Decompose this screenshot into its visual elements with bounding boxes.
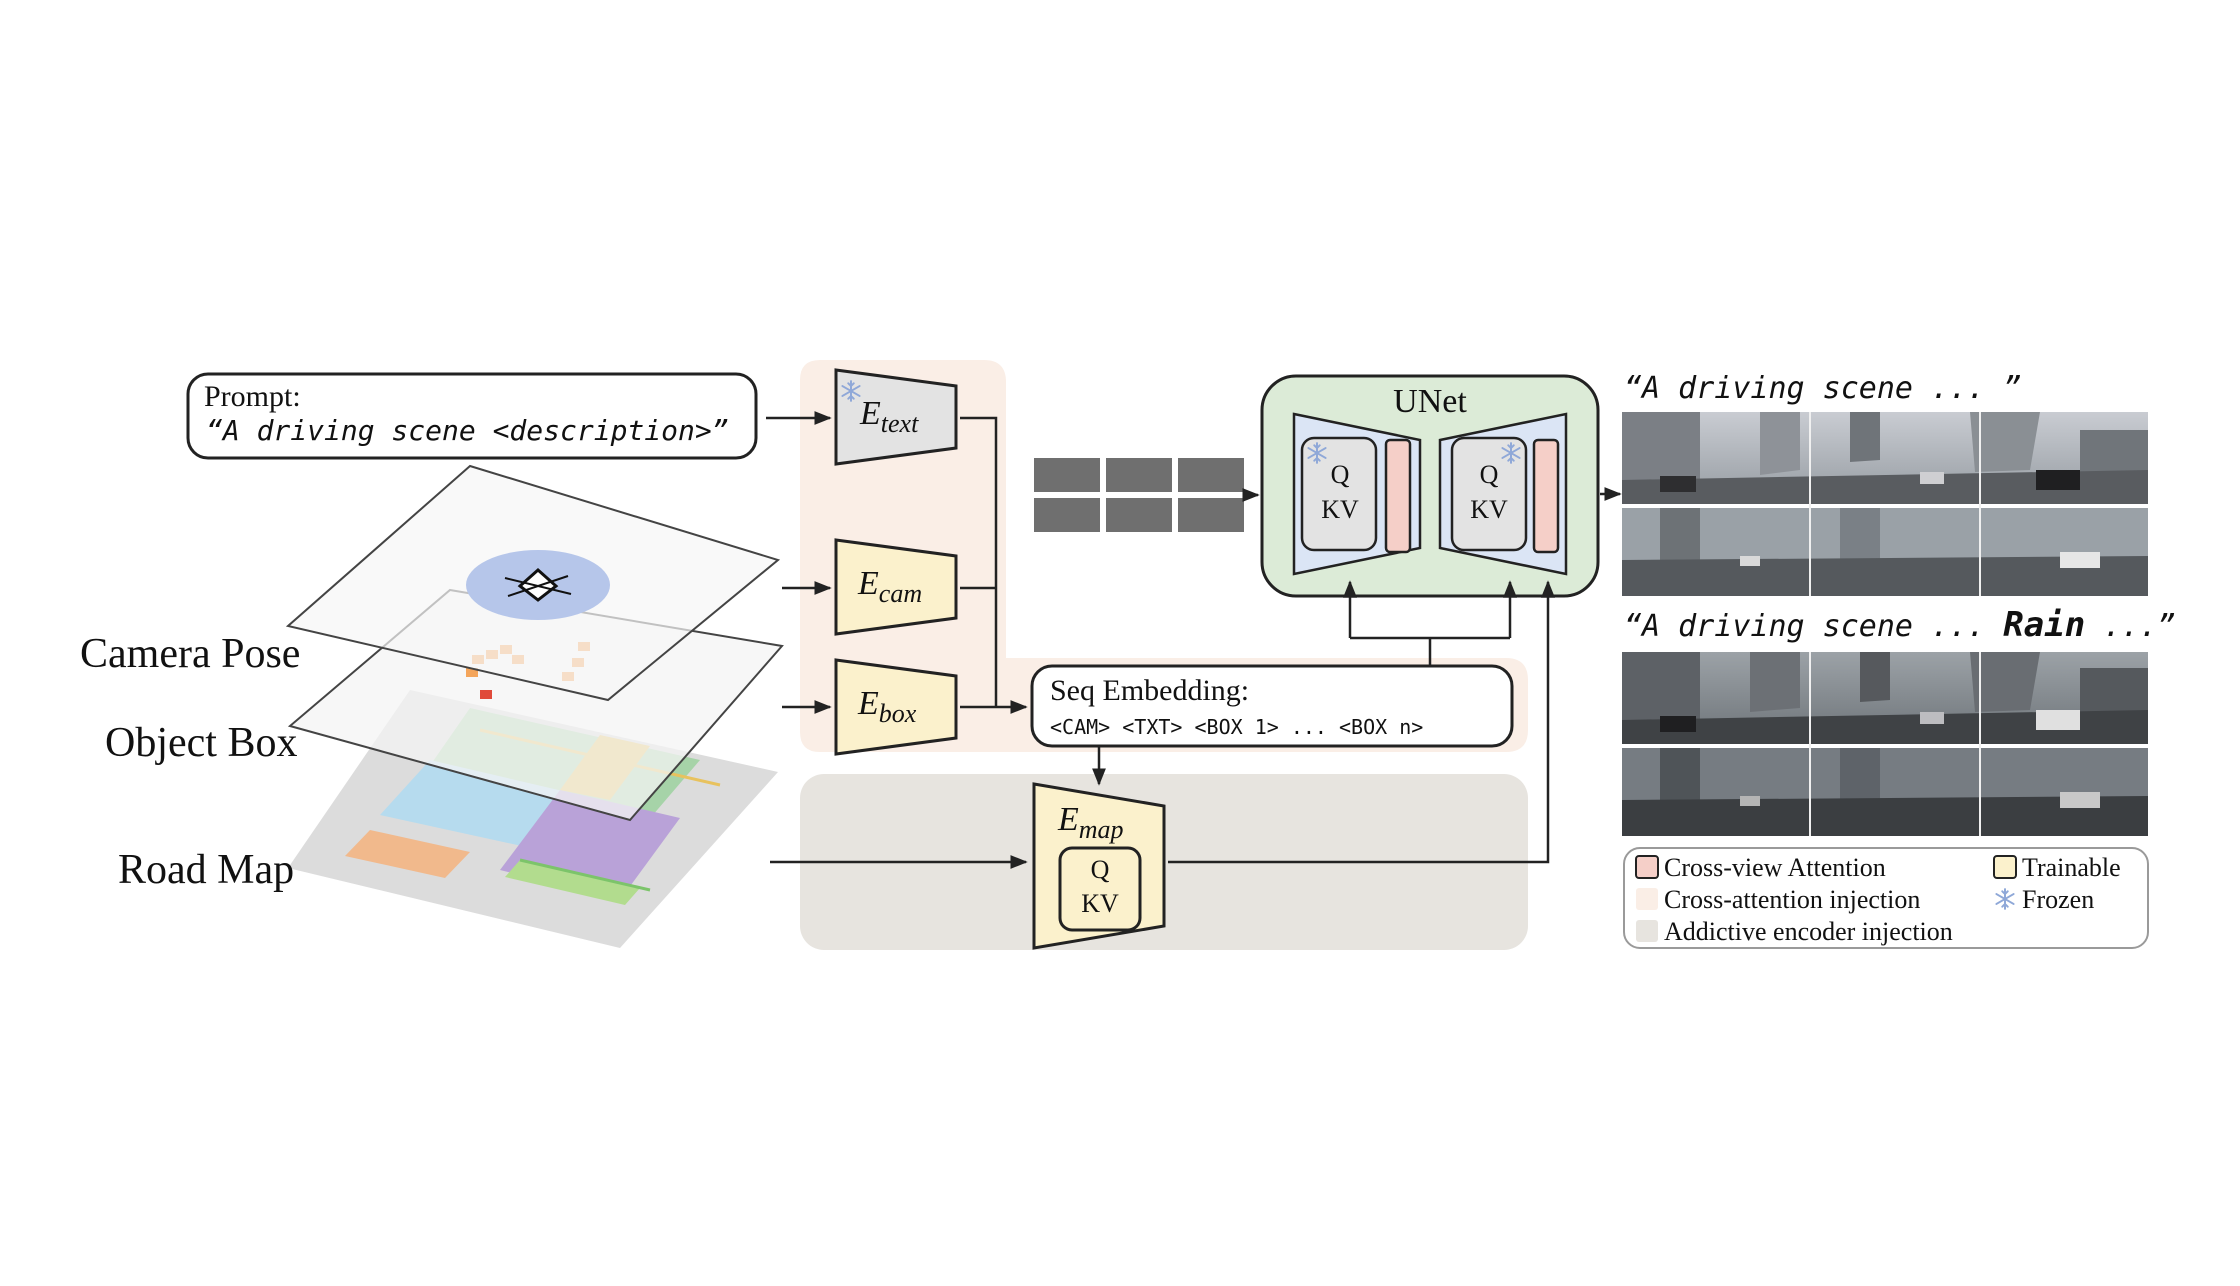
up-attention-block <box>1450 436 1528 552</box>
up-q: Q <box>1480 460 1499 489</box>
unet-title: UNet <box>1393 383 1467 420</box>
map-kv: KV <box>1081 889 1119 918</box>
text-encoder-label: E <box>859 395 881 432</box>
caption-2-emphasis: Rain <box>2003 605 2085 645</box>
up-cross-view-attention <box>1532 438 1560 554</box>
down-q: Q <box>1331 460 1350 489</box>
camera-encoder-sub: cam <box>879 579 922 608</box>
output-caption-2: “A driving scene ... Rain ...” <box>1624 605 2176 645</box>
legend-frozen: Frozen <box>2022 885 2094 914</box>
legend-swatch-cross-view <box>1635 855 1659 879</box>
text-encoder-sub: text <box>881 409 919 438</box>
road-map-label: Road Map <box>118 847 294 893</box>
generated-images-normal <box>1622 412 2148 596</box>
map-encoder: Emap Q KV <box>1032 782 1166 950</box>
connectors <box>766 411 1622 869</box>
camera-encoder: Ecam <box>834 538 958 636</box>
camera-pose-layer <box>285 464 781 702</box>
prompt-box: Prompt: “A driving scene <description>” <box>186 372 758 460</box>
prompt-title: Prompt: <box>204 380 301 413</box>
car-icon <box>504 567 572 602</box>
noise-latents <box>1034 458 1244 532</box>
map-q: Q <box>1091 855 1110 884</box>
legend: Cross-view Attention Trainable Cross-att… <box>1623 847 2149 949</box>
generated-images-rain <box>1622 652 2148 836</box>
unet-block: UNet Q KV Q KV <box>1260 374 1600 598</box>
box-encoder-label: E <box>857 685 879 722</box>
box-encoder-sub: box <box>879 699 917 728</box>
legend-swatch-trainable <box>1993 855 2017 879</box>
down-cross-view-attention <box>1384 438 1412 554</box>
map-encoder-sub: map <box>1079 815 1124 844</box>
cross-attention-region <box>800 360 1528 752</box>
output-caption-1: “A driving scene ... ” <box>1624 371 2021 406</box>
camera-encoder-label: E <box>857 565 879 602</box>
caption-2-suffix: ...” <box>2085 609 2175 644</box>
legend-cross-view: Cross-view Attention <box>1664 853 1886 882</box>
caption-2-prefix: “A driving scene ... <box>1624 609 2003 644</box>
seq-embedding-box: Seq Embedding: <CAM> <TXT> <BOX 1> ... <… <box>1030 664 1514 748</box>
map-attention-block <box>1058 846 1142 932</box>
svg-text:Ebox: Ebox <box>857 685 917 728</box>
object-box-label: Object Box <box>105 720 297 766</box>
seq-embedding-title: Seq Embedding: <box>1050 674 1249 707</box>
text-encoder: Etext <box>834 368 958 466</box>
svg-text:Emap: Emap <box>1057 801 1124 844</box>
legend-trainable: Trainable <box>2022 853 2121 882</box>
legend-swatch-additive <box>1636 920 1658 942</box>
map-encoder-label: E <box>1057 801 1079 838</box>
unet-down-block: Q KV <box>1292 412 1422 576</box>
camera-pose-label: Camera Pose <box>80 631 300 677</box>
svg-text:Etext: Etext <box>859 395 919 438</box>
unet-up-block: Q KV <box>1438 412 1568 576</box>
down-attention-block <box>1300 436 1378 552</box>
legend-swatch-cross-attention <box>1636 888 1658 910</box>
legend-cross-attention: Cross-attention injection <box>1664 885 1920 914</box>
down-kv: KV <box>1321 495 1359 524</box>
svg-text:Ecam: Ecam <box>857 565 922 608</box>
prompt-text: “A driving scene <description>” <box>206 414 729 447</box>
seq-embedding-tokens: <CAM> <TXT> <BOX 1> ... <BOX n> <box>1050 715 1423 739</box>
up-kv: KV <box>1470 495 1508 524</box>
legend-additive: Addictive encoder injection <box>1664 917 1953 946</box>
box-encoder: Ebox <box>834 658 958 756</box>
